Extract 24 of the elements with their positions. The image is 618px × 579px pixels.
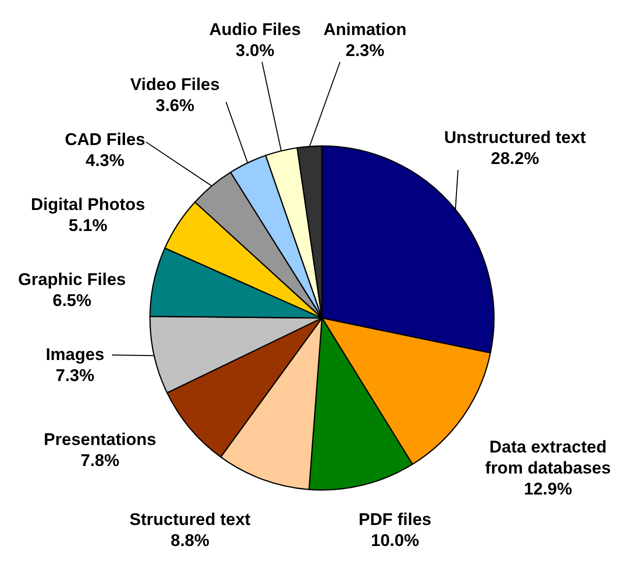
value-label: 5.1% (68, 215, 108, 236)
value-label: 7.3% (54, 365, 96, 386)
category-label: Images (46, 344, 104, 365)
category-label: Data extracted from databases (484, 436, 612, 478)
value-label: 28.2% (490, 148, 540, 169)
value-label: 10.0% (370, 530, 420, 551)
category-label: Digital Photos (30, 194, 146, 215)
category-label: CAD Files (64, 129, 146, 150)
category-label: Unstructured text (444, 127, 586, 148)
category-label: Structured text (130, 509, 250, 530)
category-label: Video Files (130, 74, 220, 95)
category-label: Graphic Files (18, 269, 126, 290)
category-label: Audio Files (209, 19, 301, 40)
value-label: 12.9% (522, 478, 574, 500)
value-label: 3.0% (234, 40, 276, 61)
value-label: 4.3% (84, 150, 126, 171)
category-label: Presentations (44, 429, 156, 450)
value-label: 6.5% (52, 290, 92, 311)
value-label: 3.6% (154, 95, 196, 116)
value-label: 7.8% (80, 450, 120, 471)
category-label: PDF files (358, 509, 432, 530)
value-label: 2.3% (344, 40, 386, 61)
value-label: 8.8% (170, 530, 210, 551)
category-label: Animation (323, 19, 407, 40)
